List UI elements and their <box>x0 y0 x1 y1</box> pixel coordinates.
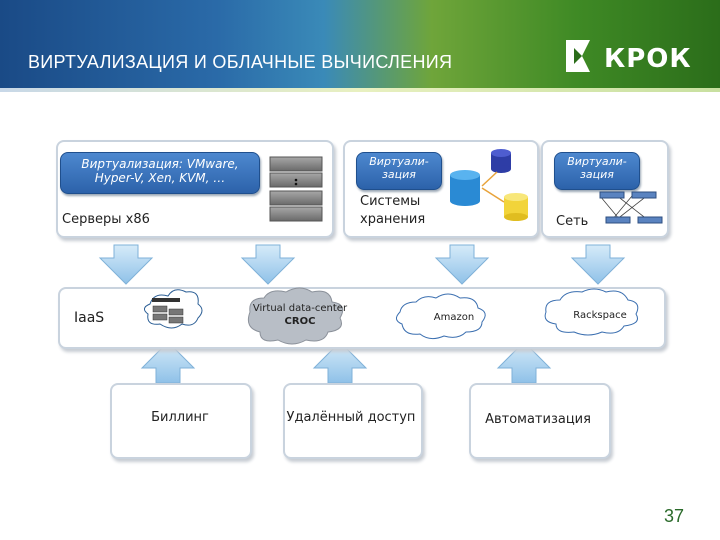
up-arrow-billing <box>140 341 196 384</box>
database-navy-icon <box>491 149 511 173</box>
servers-box-line2: Hyper-V, Xen, KVM, … <box>94 171 226 185</box>
servers-box-line1: Виртуализация: VMware, <box>81 157 239 171</box>
cloud-rackspace-icon <box>544 288 639 336</box>
cloud-servers-icon <box>144 289 203 329</box>
cloud-rackspace-label: Rackspace <box>573 310 627 321</box>
croc-logo-icon <box>566 40 590 72</box>
down-arrow-3 <box>434 244 490 285</box>
network-box-line2: зация <box>580 168 614 181</box>
automation-label: Автоматизация <box>485 412 591 427</box>
down-arrow-1 <box>98 244 154 285</box>
up-arrow-automation <box>496 341 552 384</box>
servers-virtualization-box: Виртуализация: VMware, Hyper-V, Xen, KVM… <box>60 152 260 194</box>
iaas-label: IaaS <box>74 310 105 326</box>
up-arrow-remote <box>312 341 368 384</box>
cloud-amazon-icon <box>396 293 486 340</box>
storage-label-line2: хранения <box>360 212 426 227</box>
logo-text: КРОК <box>604 44 692 74</box>
servers-label: Серверы x86 <box>62 212 150 227</box>
storage-box-line2: зация <box>382 168 416 181</box>
page-number: 37 <box>664 506 685 526</box>
storage-label-line1: Системы <box>360 194 421 209</box>
network-box-line1: Виртуали- <box>567 155 627 168</box>
down-arrow-4 <box>570 244 626 285</box>
automation-panel <box>469 383 611 459</box>
database-blue-icon <box>450 170 480 206</box>
cloud-croc-icon <box>247 287 344 345</box>
down-arrow-2 <box>240 244 296 285</box>
database-yellow-icon <box>504 193 528 221</box>
network-label: Сеть <box>556 214 589 229</box>
header-divider <box>0 88 720 92</box>
slide-header <box>0 0 720 88</box>
cloud-croc-line2: CROC <box>284 316 316 327</box>
billing-label: Биллинг <box>151 410 209 425</box>
cloud-amazon-label: Amazon <box>433 312 475 323</box>
slide-title: ВИРТУАЛИЗАЦИЯ И ОБЛАЧНЫЕ ВЫЧИСЛЕНИЯ <box>28 52 453 72</box>
billing-panel <box>110 383 252 459</box>
storage-virtualization-box: Виртуали- зация <box>356 152 442 190</box>
network-virtualization-box: Виртуали- зация <box>554 152 640 190</box>
remote-access-panel <box>283 383 423 459</box>
storage-box-line1: Виртуали- <box>369 155 429 168</box>
cloud-croc-line1: Virtual data-center <box>252 303 348 314</box>
remote-access-label: Удалённый доступ <box>286 410 416 425</box>
